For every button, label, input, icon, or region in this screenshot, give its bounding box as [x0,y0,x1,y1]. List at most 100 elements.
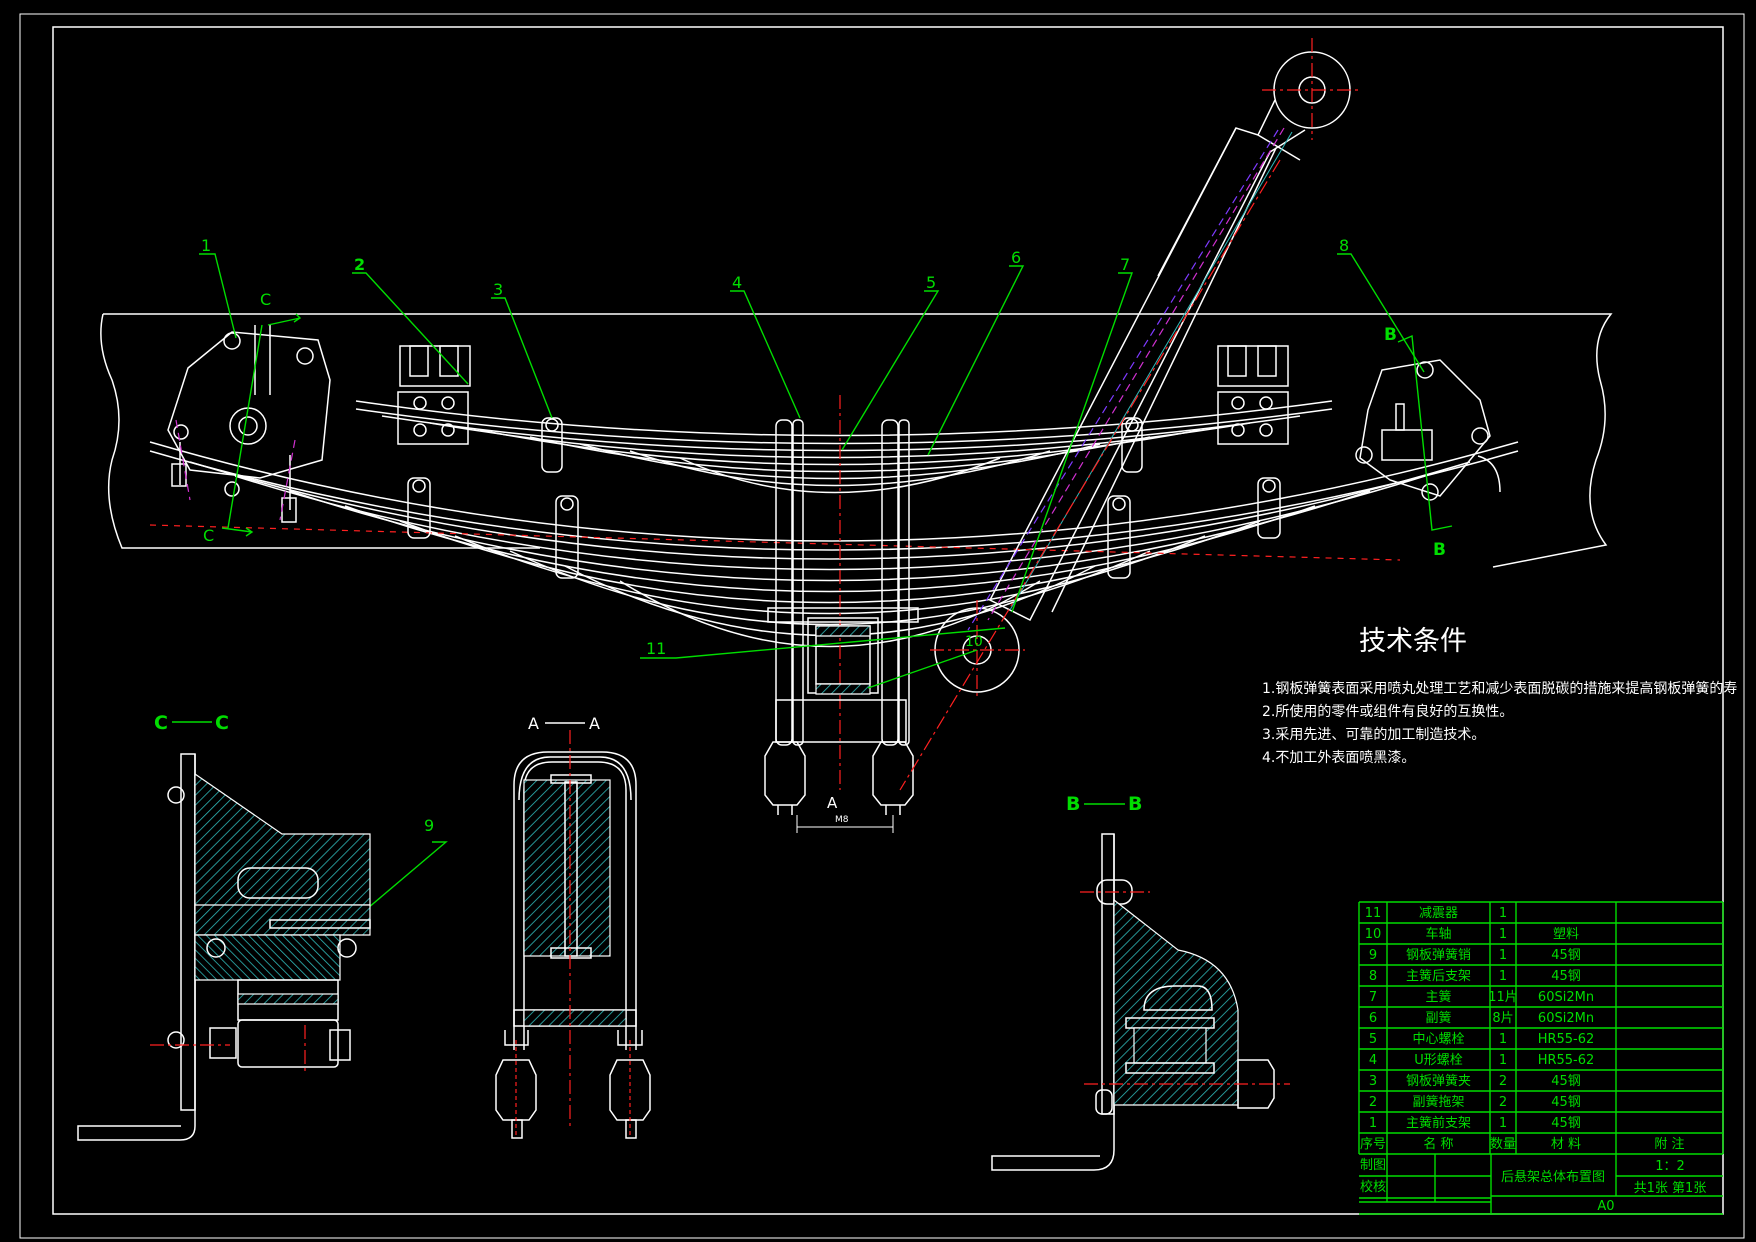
u-bolts [764,419,919,815]
bom-cell-name: 副簧 [1425,1010,1451,1026]
bom-cell-name: 车轴 [1425,926,1451,942]
callout-10: 10 [965,634,983,650]
bom-cell-no: 8 [1369,969,1377,984]
shock-absorber [899,38,1360,791]
frame-rail [100,313,1613,568]
section-mark-c-bottom: C [203,526,214,545]
bom-cell-qty: 1 [1499,927,1507,942]
title-size: A0 [1597,1199,1614,1214]
view-aa-label-left: A [528,714,539,733]
bom-cell-material: HR55-62 [1538,1032,1595,1047]
bom-cell-qty: 1 [1499,948,1507,963]
bom-cell-name: 钢板弹簧销 [1406,947,1471,963]
section-mark-c-top: C [260,290,271,309]
bom-cell-material: HR55-62 [1538,1053,1595,1068]
view-bb-label-right: B [1128,793,1142,815]
dimension-text: M8 [835,815,849,825]
view-c-c: C C [77,712,371,1141]
bom-cell-no: 11 [1365,906,1382,921]
tech-title: 技术条件 [1359,626,1467,657]
bom-cell-material: 60Si2Mn [1538,1011,1594,1026]
tech-line-1: 1.钢板弹簧表面采用喷丸处理工艺和减少表面脱碳的措施来提高钢板弹簧的寿 [1262,680,1737,697]
bom-cell-qty: 2 [1499,1074,1507,1089]
bom-cell-material: 45钢 [1551,1095,1581,1110]
bom-cell-qty: 1 [1499,969,1507,984]
bom-cell-no: 5 [1369,1032,1377,1047]
bom-cell-material: 45钢 [1551,948,1581,963]
callout-3: 3 [493,280,503,299]
bom-cell-no: 2 [1369,1095,1377,1110]
inner-border [52,26,1724,1215]
bom-cell-name: 中心螺栓 [1412,1032,1464,1047]
title-designer: 制图 [1360,1158,1386,1173]
bom-header-name: 名 称 [1423,1136,1453,1152]
bom-header-note: 附 注 [1654,1137,1684,1152]
bom-cell-name: 主簧后支架 [1406,968,1471,984]
view-cc-label-left: C [154,712,168,734]
bom-cell-no: 9 [1369,948,1377,963]
technical-conditions: 技术条件 1.钢板弹簧表面采用喷丸处理工艺和减少表面脱碳的措施来提高钢板弹簧的寿… [1262,626,1737,766]
bom-cell-qty: 1 [1499,1032,1507,1047]
bom-cell-no: 6 [1369,1011,1377,1026]
bom-cell-name: 减震器 [1419,906,1458,921]
bom-cell-material: 45钢 [1551,969,1581,984]
callout-11: 11 [646,639,666,658]
title-sheets: 共1张 第1张 [1634,1181,1707,1196]
callout-8: 8 [1339,236,1349,255]
bom-cell-no: 4 [1369,1053,1377,1068]
bom-cell-no: 3 [1369,1074,1377,1089]
aux-spring-bracket-right [1217,345,1289,445]
callout-1: 1 [201,236,211,255]
bom-cell-material: 45钢 [1551,1116,1581,1131]
section-marks: C C B B [203,290,1453,560]
callout-2: 2 [354,255,365,274]
bom-cell-name: 主簧前支架 [1406,1115,1471,1131]
callout-7: 7 [1120,255,1130,274]
bom-cell-name: 主簧 [1425,989,1451,1005]
view-a-a: A A [495,714,651,1139]
tech-line-4: 4.不加工外表面喷黑漆。 [1262,750,1415,766]
bom-cell-qty: 8片 [1492,1011,1513,1026]
tech-line-2: 2.所使用的零件或组件有良好的互换性。 [1262,703,1513,720]
bom-cell-no: 10 [1365,927,1382,942]
callout-6: 6 [1011,248,1021,267]
dimension-m8: M8 A [796,794,894,833]
title-drawing-name: 后悬架总体布置图 [1501,1170,1605,1185]
view-bb-label-left: B [1066,793,1080,815]
bom-cell-material: 45钢 [1551,1074,1581,1089]
front-bracket [167,325,331,523]
bom-header-qty: 数量 [1490,1137,1516,1152]
tech-line-3: 3.采用先进、可靠的加工制造技术。 [1262,727,1485,743]
callout-5: 5 [926,273,936,292]
bom-cell-qty: 1 [1499,906,1507,921]
bom-cell-qty: 1 [1499,1053,1507,1068]
bom-cell-material: 60Si2Mn [1538,990,1594,1005]
bom-cell-name: 钢板弹簧夹 [1406,1073,1471,1089]
leaf-spring-assembly: M8 A C C B B [149,38,1519,833]
callout-9: 9 [424,816,434,835]
auxiliary-spring [355,400,1333,494]
title-scale: 1：2 [1655,1159,1685,1174]
callout-4: 4 [732,273,742,292]
section-mark-b-top: B [1384,325,1397,345]
rear-bracket [1355,359,1501,501]
section-mark-a: A [827,794,838,812]
title-checker: 校核 [1360,1179,1386,1195]
bom-cell-qty: 2 [1499,1095,1507,1110]
bom-cell-name: 副簧拖架 [1412,1094,1464,1110]
bom-cell-qty: 11片 [1488,990,1518,1005]
aux-spring-bracket-left [397,345,471,445]
view-cc-label-right: C [215,712,229,734]
bom-cell-material: 塑料 [1553,927,1579,942]
bom-cell-no: 1 [1369,1116,1377,1131]
view-b-b: B B [991,793,1290,1171]
bom-header-material: 材 料 [1551,1137,1581,1152]
view-aa-label-right: A [589,714,600,733]
bom-cell-no: 7 [1369,990,1377,1005]
outer-border [19,13,1745,1239]
bom-header-no: 序号 [1360,1137,1386,1152]
bom-cell-qty: 1 [1499,1116,1507,1131]
section-mark-b-bottom: B [1433,540,1446,560]
